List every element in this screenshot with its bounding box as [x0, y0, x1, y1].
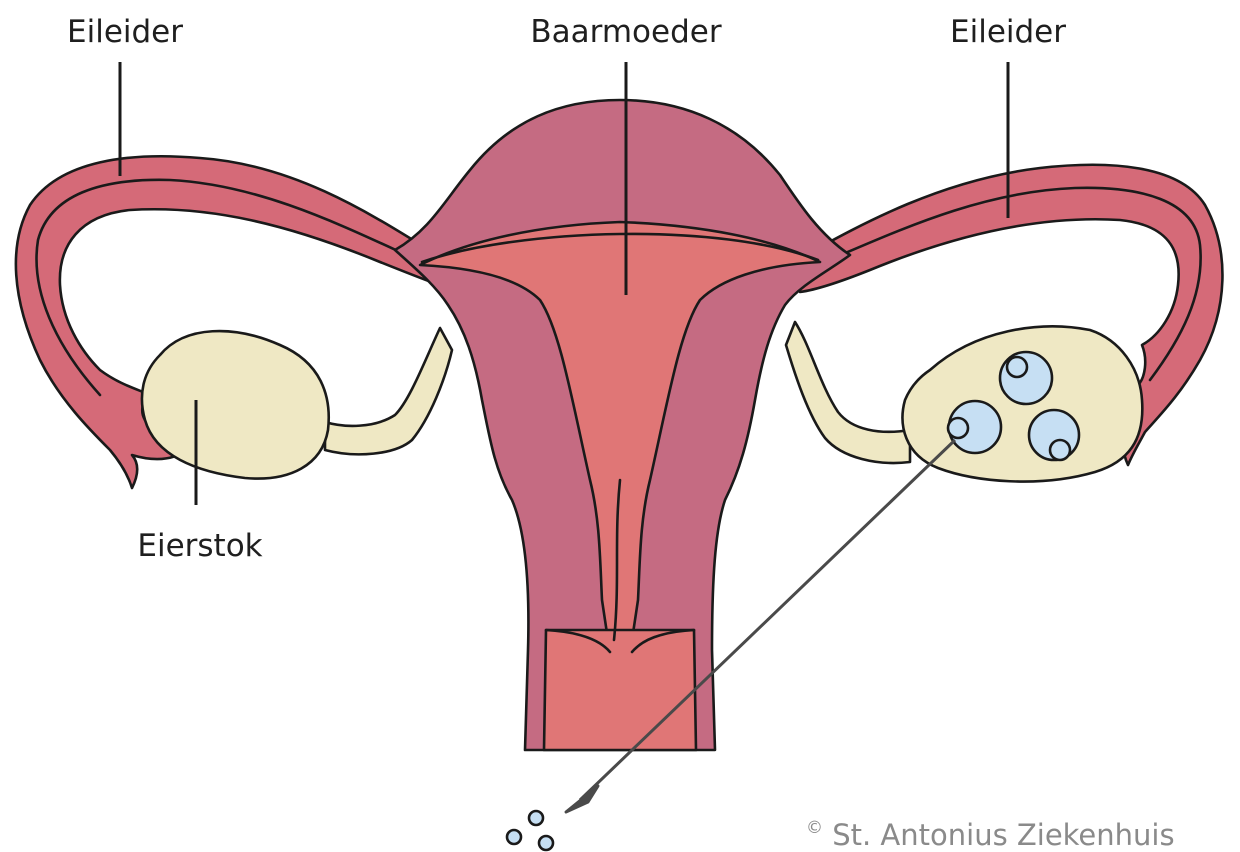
- label-right-fallopian-tube: Eileider: [950, 14, 1066, 50]
- left-ovarian-ligament: [325, 328, 452, 454]
- label-ovary: Eierstok: [137, 528, 262, 564]
- cervix: [544, 630, 696, 750]
- copyright-notice: © St. Antonius Ziekenhuis: [806, 806, 1175, 852]
- label-left-fallopian-tube: Eileider: [67, 14, 183, 50]
- right-ovarian-ligament: [786, 322, 910, 463]
- copyright-symbol: ©: [806, 818, 823, 838]
- label-uterus: Baarmoeder: [530, 14, 721, 50]
- copyright-text: St. Antonius Ziekenhuis: [832, 818, 1174, 852]
- egg-cells-icon: [507, 811, 553, 850]
